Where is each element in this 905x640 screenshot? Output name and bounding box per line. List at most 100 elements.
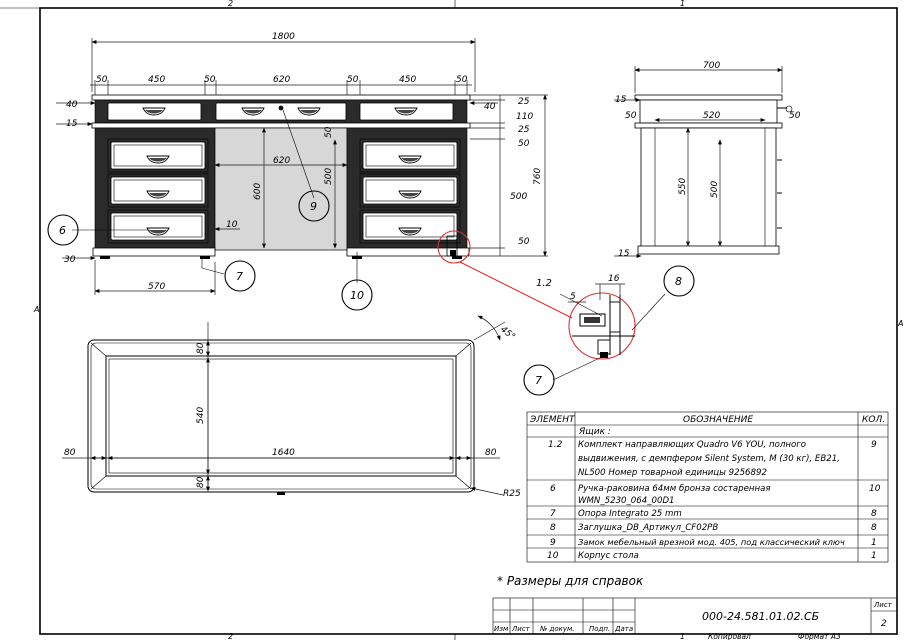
dim-right-110: 110 [516, 112, 533, 122]
balloon-8-label: 8 [675, 275, 682, 288]
side-dim-520: 520 [703, 111, 720, 121]
detail-dim-16: 16 [608, 274, 620, 284]
zone-label-side-right: A [897, 319, 903, 328]
dim-top-1: 450 [148, 75, 165, 85]
dim-top-2: 50 [204, 75, 216, 85]
dim-right-500: 500 [510, 192, 527, 202]
top-dim-80-right: 80 [485, 448, 497, 458]
dim-left-15: 15 [66, 119, 78, 129]
dim-right-50b: 50 [518, 237, 530, 247]
side-dim-550: 550 [678, 178, 688, 195]
footer-zone-1: 1 [680, 632, 685, 640]
balloon-9-label: 9 [310, 200, 317, 213]
dim-top-6: 50 [456, 75, 468, 85]
side-dim-15-bottom: 15 [618, 249, 630, 259]
balloon-7-label: 7 [236, 270, 243, 283]
detail-dim-5: 5 [570, 292, 576, 302]
front-view: 1800 50 450 50 620 50 450 50 40 15 40 [56, 32, 573, 319]
dim-right-40: 40 [484, 102, 496, 112]
doc-number: 000-24.581.01.02.СБ [702, 610, 819, 623]
dim-knee-620: 620 [273, 156, 290, 166]
spec-header-qty: КОЛ. [862, 415, 885, 425]
spec-row-qty: 1 [871, 551, 877, 561]
balloon-6 [47, 214, 79, 246]
dim-knee-600: 600 [253, 183, 263, 200]
spec-row-desc: WMN_5230_064_00D1 [578, 496, 675, 506]
side-view: 700 15 520 50 50 550 500 15 [614, 61, 801, 259]
dim-right-25b: 25 [518, 125, 530, 135]
side-dim-700: 700 [703, 61, 720, 71]
balloon-9 [298, 190, 330, 222]
spec-row-desc: Замок мебельный врезной мод. 405, под кл… [578, 537, 845, 547]
spec-row-desc: Комплект направляющих Quadro V6 YOU, пол… [578, 440, 806, 450]
zone-label-side-left: A [33, 305, 39, 314]
top-dim-80-top: 80 [196, 342, 206, 354]
detail-circle [568, 292, 636, 360]
balloon-7-detail [523, 364, 555, 396]
reference-note: * Размеры для справок [497, 574, 644, 588]
detail-view: 1.2 16 5 [536, 274, 666, 381]
zone-label-bottom-left: 2 [228, 632, 233, 640]
balloon-6-label: 6 [59, 224, 66, 237]
spec-row-qty: 8 [871, 509, 877, 519]
spec-row-desc: NL500 Номер товарной единицы 9256892 [578, 468, 767, 478]
spec-row-desc: Заглушка_DB_Артикул_CF02PB [578, 523, 718, 533]
dim-570: 570 [148, 282, 165, 292]
lock-keyhole [278, 105, 284, 111]
dim-right-25a: 25 [518, 97, 530, 107]
dim-top-4: 50 [347, 75, 359, 85]
zone-label-top-right: 1 [680, 0, 685, 8]
spec-section: Ящик : [578, 427, 611, 437]
title-col-list: Лист [511, 625, 531, 633]
spec-row-desc: Опора Integrato 25 mm [578, 509, 682, 519]
spec-row-qty: 10 [869, 484, 881, 494]
top-dim-540: 540 [196, 407, 206, 424]
top-dim-45deg: 45° [498, 325, 517, 343]
spec-row-el: 1.2 [548, 440, 563, 450]
spec-row-desc: Корпус стола [578, 551, 639, 561]
balloons: 6 7 9 10 8 7 [47, 190, 695, 396]
dim-total-height: 760 [533, 168, 543, 185]
detail-marker-circle [437, 230, 471, 264]
balloon-8 [663, 265, 695, 297]
dim-top-3: 620 [273, 75, 290, 85]
top-dim-80-bottom: 80 [196, 476, 206, 488]
dim-total-width: 1800 [272, 32, 295, 42]
spec-row-qty: 1 [871, 538, 877, 548]
spec-row-el: 10 [547, 551, 559, 561]
sheet-number: 2 [881, 619, 887, 629]
sheet-label: Лист [873, 601, 893, 609]
balloon-7 [224, 260, 256, 292]
dim-top-0: 50 [96, 75, 108, 85]
dim-top-5: 450 [399, 75, 416, 85]
top-dim-1640: 1640 [272, 448, 295, 458]
spec-table: ЭЛЕМЕНТ ОБОЗНАЧЕНИЕ КОЛ. Ящик : 1.2 Комп… [526, 411, 889, 563]
format-label: Формат А3 [798, 632, 841, 640]
balloon-7-detail-label: 7 [535, 374, 542, 387]
dim-knee-500: 500 [324, 168, 334, 185]
spec-row-el: 6 [550, 484, 556, 494]
spec-row-desc: Ручка-раковина 64мм бронза состаренная [578, 484, 771, 494]
copied-label: Копировал [708, 632, 751, 640]
spec-row-el: 9 [550, 538, 556, 548]
spec-header-element: ЭЛЕМЕНТ [529, 415, 576, 425]
side-dim-50-right: 50 [789, 111, 801, 121]
title-col-sign: Подп. [589, 625, 610, 633]
spec-row-qty: 8 [871, 523, 877, 533]
side-dim-15-top: 15 [615, 95, 627, 105]
spec-row-qty: 9 [871, 440, 877, 450]
spec-row-el: 7 [550, 509, 556, 519]
dim-inner-50: 50 [324, 126, 334, 138]
dim-10: 10 [226, 220, 238, 230]
title-block: Изм Лист № докум. Подп. Дата 000-24.581.… [492, 597, 898, 640]
zone-label-top-left: 2 [228, 0, 233, 8]
detail-dim-1-2: 1.2 [536, 278, 552, 289]
spec-row-desc: выдвижения, с демпфером Silent System, M… [578, 454, 840, 464]
spec-header-designation: ОБОЗНАЧЕНИЕ [683, 415, 753, 425]
side-dim-500: 500 [710, 181, 720, 198]
dim-left-40: 40 [66, 100, 78, 110]
top-dim-80-left: 80 [64, 448, 76, 458]
title-col-date: Дата [614, 625, 633, 633]
